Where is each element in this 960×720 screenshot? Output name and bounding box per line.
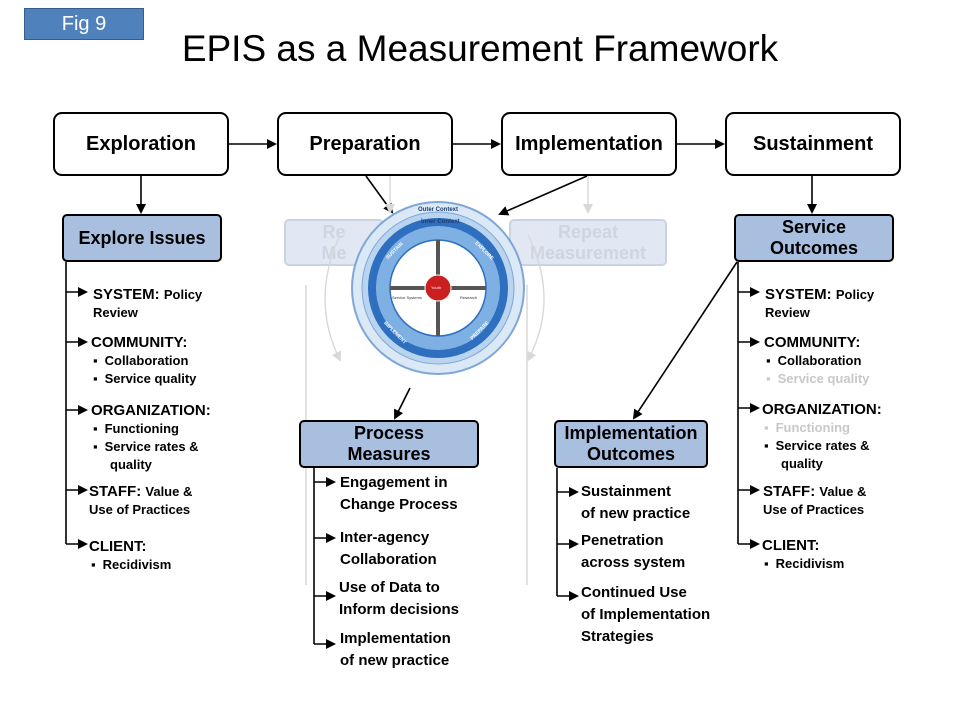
- phase-sustainment: Sustainment: [725, 112, 901, 176]
- left-rates-quality: quality: [110, 457, 152, 472]
- right-service-quality: Service quality: [766, 370, 954, 388]
- implementation-outcomes-box: Implementation Outcomes: [554, 420, 708, 468]
- left-staff-sub: Value &: [145, 484, 193, 499]
- phase-implementation: Implementation: [501, 112, 677, 176]
- right-community-label: COMMUNITY:: [764, 334, 861, 351]
- left-client-label: CLIENT:: [89, 538, 147, 555]
- phase-exploration: Exploration: [53, 112, 229, 176]
- arrow-cycle-to-process: [394, 387, 411, 420]
- right-rates: Service rates &: [764, 437, 952, 455]
- left-service-quality: Service quality: [93, 370, 281, 388]
- right-client: CLIENT: Recidivism: [762, 536, 952, 573]
- right-staff-sub: Value &: [819, 484, 867, 499]
- right-organization-label: ORGANIZATION:: [762, 401, 882, 418]
- right-measure-list: SYSTEM: Policy Review: [765, 285, 955, 322]
- explore-issues-label: Explore Issues: [78, 227, 206, 248]
- arrow-impl-to-cycle: [498, 175, 588, 216]
- ghost-right-line2: Measurement: [529, 242, 647, 263]
- service-outcomes-line2: Outcomes: [769, 238, 859, 258]
- right-client-label: CLIENT:: [762, 537, 820, 554]
- process-measures-line2: Measures: [347, 444, 431, 464]
- left-organization: ORGANIZATION: Functioning Service rates …: [91, 401, 281, 474]
- left-rates: Service rates &: [93, 438, 281, 456]
- right-staff-label: STAFF:: [763, 483, 816, 500]
- page-title: EPIS as a Measurement Framework: [181, 28, 779, 69]
- right-functioning: Functioning: [764, 419, 952, 437]
- right-system-review: Review: [765, 305, 810, 320]
- left-client: CLIENT: Recidivism: [89, 537, 279, 574]
- left-staff-practices: Use of Practices: [89, 502, 191, 517]
- left-system-review: Review: [93, 305, 138, 320]
- right-organization: ORGANIZATION: Functioning Service rates …: [762, 400, 952, 473]
- right-staff: STAFF: Value & Use of Practices: [763, 482, 953, 519]
- figure-badge: Fig 9: [24, 8, 144, 40]
- left-system: SYSTEM: Policy: [93, 286, 203, 303]
- ghost-list-right: [526, 285, 668, 585]
- right-community: COMMUNITY: Collaboration Service quality: [764, 333, 954, 388]
- cycle-left-label: Service Systems: [392, 295, 422, 300]
- explore-issues-box: Explore Issues: [62, 214, 222, 262]
- left-recidivism: Recidivism: [91, 556, 279, 574]
- left-staff-label: STAFF:: [89, 483, 142, 500]
- arrow-service-to-impl: [632, 261, 738, 420]
- process-measures-box: Process Measures: [299, 420, 479, 468]
- process-measures-line1: Process: [353, 423, 425, 443]
- left-staff: STAFF: Value & Use of Practices: [89, 482, 279, 519]
- implementation-outcomes-line1: Implementation: [564, 423, 698, 443]
- arrow-prep-to-cycle: [365, 175, 394, 214]
- left-community: COMMUNITY: Collaboration Service quality: [91, 333, 281, 388]
- right-rates-quality: quality: [781, 456, 823, 471]
- left-measure-list: SYSTEM: Policy Review: [93, 285, 283, 322]
- service-outcomes-line1: Service: [781, 217, 847, 237]
- phase-preparation: Preparation: [277, 112, 453, 176]
- cycle-inner-label: Inner Context: [421, 219, 460, 225]
- epis-cycle-diagram: [351, 201, 525, 375]
- cycle-outer-label: Outer Context: [418, 207, 459, 213]
- right-recidivism: Recidivism: [764, 555, 952, 573]
- left-functioning: Functioning: [93, 420, 281, 438]
- right-collab: Collaboration: [766, 352, 954, 370]
- ghost-left-line2: Me: [321, 242, 347, 263]
- cycle-right-label: Research: [460, 295, 478, 300]
- right-staff-practices: Use of Practices: [763, 502, 865, 517]
- service-outcomes-box: Service Outcomes: [734, 214, 894, 262]
- right-system: SYSTEM: Policy: [765, 286, 875, 303]
- ghost-right-line1: Repeat: [557, 221, 619, 242]
- left-community-label: COMMUNITY:: [91, 334, 188, 351]
- implementation-outcomes-line2: Outcomes: [586, 444, 676, 464]
- left-organization-label: ORGANIZATION:: [91, 402, 211, 419]
- left-collab: Collaboration: [93, 352, 281, 370]
- cycle-center-label: Youth: [431, 285, 442, 290]
